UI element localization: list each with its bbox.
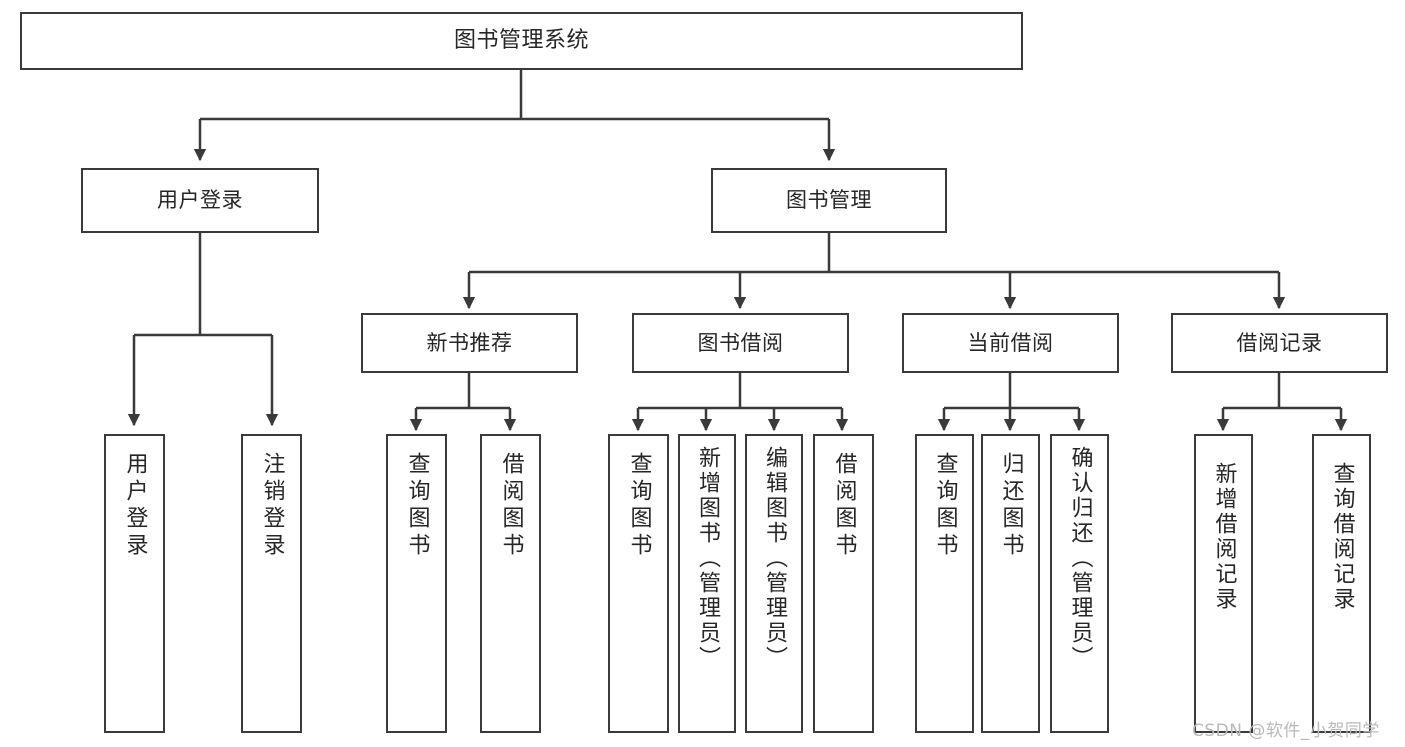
node-label: 图书管理 [786, 188, 872, 213]
node-borrow-record[interactable]: 借阅记录 [1171, 313, 1388, 373]
leaf-new-book-borrow[interactable]: 借阅图书 [480, 434, 541, 733]
node-label: 查询借阅记录 [1329, 462, 1355, 612]
leaf-new-book-query[interactable]: 查询图书 [386, 434, 447, 733]
node-book-borrow[interactable]: 图书借阅 [632, 313, 849, 373]
node-label: 借阅图书 [831, 452, 857, 560]
leaf-book-borrow-edit-admin[interactable]: 编辑图书（管理员） [745, 434, 803, 733]
node-new-book-recommend[interactable]: 新书推荐 [361, 313, 578, 373]
leaf-book-borrow-add-admin[interactable]: 新增图书（管理员） [678, 434, 736, 733]
node-label: 用户登录 [157, 188, 243, 213]
node-book-management[interactable]: 图书管理 [711, 168, 947, 233]
node-label: 借阅记录 [1236, 330, 1323, 355]
node-user-login[interactable]: 用户登录 [81, 168, 319, 233]
node-label: 借阅图书 [498, 452, 524, 560]
node-root-book-management-system[interactable]: 图书管理系统 [20, 12, 1023, 70]
leaf-user-login-signout[interactable]: 注销登录 [241, 434, 302, 733]
node-label: 新增图书（管理员） [695, 446, 720, 671]
leaf-book-borrow-query[interactable]: 查询图书 [608, 434, 669, 733]
node-label: 注销登录 [259, 452, 285, 560]
leaf-borrow-record-query[interactable]: 查询借阅记录 [1312, 434, 1371, 733]
node-label: 新增借阅记录 [1211, 462, 1237, 612]
node-label: 图书管理系统 [453, 28, 589, 54]
node-label: 查询图书 [404, 452, 430, 560]
leaf-current-borrow-confirm-admin[interactable]: 确认归还（管理员） [1050, 434, 1109, 733]
node-current-borrow[interactable]: 当前借阅 [902, 313, 1119, 373]
node-label: 查询图书 [626, 452, 652, 560]
leaf-borrow-record-add[interactable]: 新增借阅记录 [1194, 434, 1253, 733]
leaf-book-borrow-borrow[interactable]: 借阅图书 [813, 434, 874, 733]
leaf-user-login-signin[interactable]: 用户登录 [104, 434, 165, 733]
leaf-current-borrow-return[interactable]: 归还图书 [981, 434, 1040, 733]
node-label: 查询图书 [932, 452, 958, 560]
leaf-current-borrow-query[interactable]: 查询图书 [915, 434, 974, 733]
node-label: 编辑图书（管理员） [762, 446, 787, 671]
node-label: 归还图书 [998, 452, 1024, 560]
node-label: 用户登录 [122, 452, 148, 560]
csdn-watermark: CSDN @软件_小贺同学 [1192, 721, 1380, 741]
node-label: 新书推荐 [426, 330, 513, 355]
node-label: 确认归还（管理员） [1067, 446, 1093, 671]
node-label: 图书借阅 [697, 330, 784, 355]
node-label: 当前借阅 [967, 330, 1054, 355]
